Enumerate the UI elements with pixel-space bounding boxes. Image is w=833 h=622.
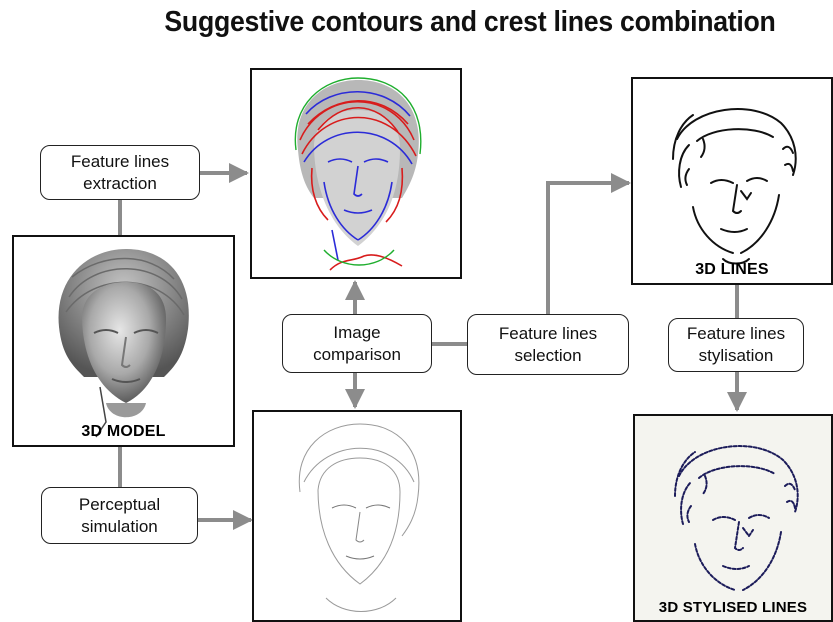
comparison-label-line1: Image: [313, 322, 401, 344]
lines-3d-caption: 3D LINES: [633, 261, 831, 279]
stylised-dotted-head: [635, 416, 833, 622]
lines-3d-panel: 3D LINES: [631, 77, 833, 285]
feature-lines-selection-box: Feature lines selection: [467, 314, 629, 375]
stylised-lines-panel: 3D STYLISED LINES: [633, 414, 833, 622]
model-panel-caption: 3D MODEL: [14, 423, 233, 441]
stylisation-label-line1: Feature lines: [687, 323, 785, 345]
comparison-label-line2: comparison: [313, 344, 401, 366]
extraction-label-line2: extraction: [71, 173, 169, 195]
feature-lines-stylisation-box: Feature lines stylisation: [668, 318, 804, 372]
perceptual-label-line2: simulation: [79, 516, 160, 538]
stylisation-label-line2: stylisation: [687, 345, 785, 367]
feature-lines-extraction-box: Feature lines extraction: [40, 145, 200, 200]
black-line-head: [633, 79, 833, 285]
perceptual-simulation-box: Perceptual simulation: [41, 487, 198, 544]
perceptual-label-line1: Perceptual: [79, 494, 160, 516]
simulated-image-panel: [252, 410, 462, 622]
shaded-head-model: [14, 237, 235, 447]
image-comparison-box: Image comparison: [282, 314, 432, 373]
model-panel: 3D MODEL: [12, 235, 235, 447]
arrow-selection-to-3d-lines: [548, 183, 629, 314]
extraction-label-line1: Feature lines: [71, 151, 169, 173]
selection-label-line2: selection: [499, 345, 597, 367]
selection-label-line1: Feature lines: [499, 323, 597, 345]
feature-lines-head: [252, 70, 462, 279]
stylised-lines-caption: 3D STYLISED LINES: [635, 599, 831, 616]
extracted-features-panel: [250, 68, 462, 279]
simulated-faint-head: [254, 412, 462, 622]
